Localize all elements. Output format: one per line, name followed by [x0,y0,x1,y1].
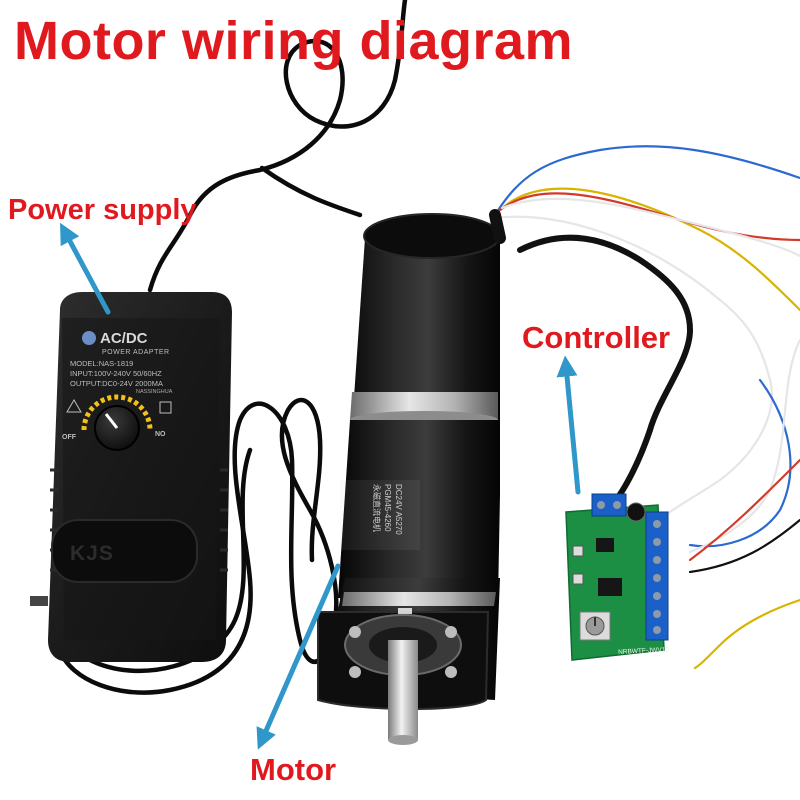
warning-triangle-icon [66,399,82,413]
motor-label-line-2: PGM45-4260 [383,484,392,532]
power-adapter [30,292,232,662]
adapter-input-cable [147,0,408,293]
button-top [572,545,584,557]
dc-gear-motor [317,209,506,745]
motor-label-line-1: DC24V A5270 [394,484,403,535]
diagram-title: Motor wiring diagram [14,11,574,71]
adapter-sticker [30,596,48,606]
adapter-switch-no: NO [155,431,166,438]
driver-chip [598,578,622,596]
button-bottom [572,573,584,585]
adapter-switch-off: OFF [62,434,76,441]
adapter-logo-icon [82,331,96,345]
controller-label: Controller [522,320,671,355]
capacitor [626,502,646,522]
motor-shaft [388,640,418,740]
ic-chip [596,538,614,552]
adapter-brand: KJS [70,542,114,565]
adapter-output-line: OUTPUT:DC0-24V 2000MA [70,379,163,388]
power-terminal-block [591,493,627,517]
power-supply-arrow [60,222,111,315]
motor-arrow [256,563,341,750]
controller-arrow [556,355,581,495]
adapter-model-line: MODEL:NAS-1819 [70,359,134,368]
adapter-heading: AC/DC [100,330,148,347]
controller-wire-bundle [493,145,800,670]
motor-label-line-3: 永磁直流电机 [372,484,381,532]
adapter-dial [81,394,153,451]
adapter-subheading: POWER ADAPTER [102,349,170,356]
motor-label: Motor [250,752,337,787]
power-supply-label: Power supply [8,194,197,226]
controller-board [565,493,669,661]
adapter-brand-emboss [51,519,198,583]
adapter-input-line: INPUT:100V-240V 50/60HZ [70,369,162,378]
pointer-arrows [60,222,581,750]
warning-square-icon [159,401,172,414]
adapter-maker-line: NASSINGHUA [136,389,173,395]
adapter-output-cable [57,397,339,695]
